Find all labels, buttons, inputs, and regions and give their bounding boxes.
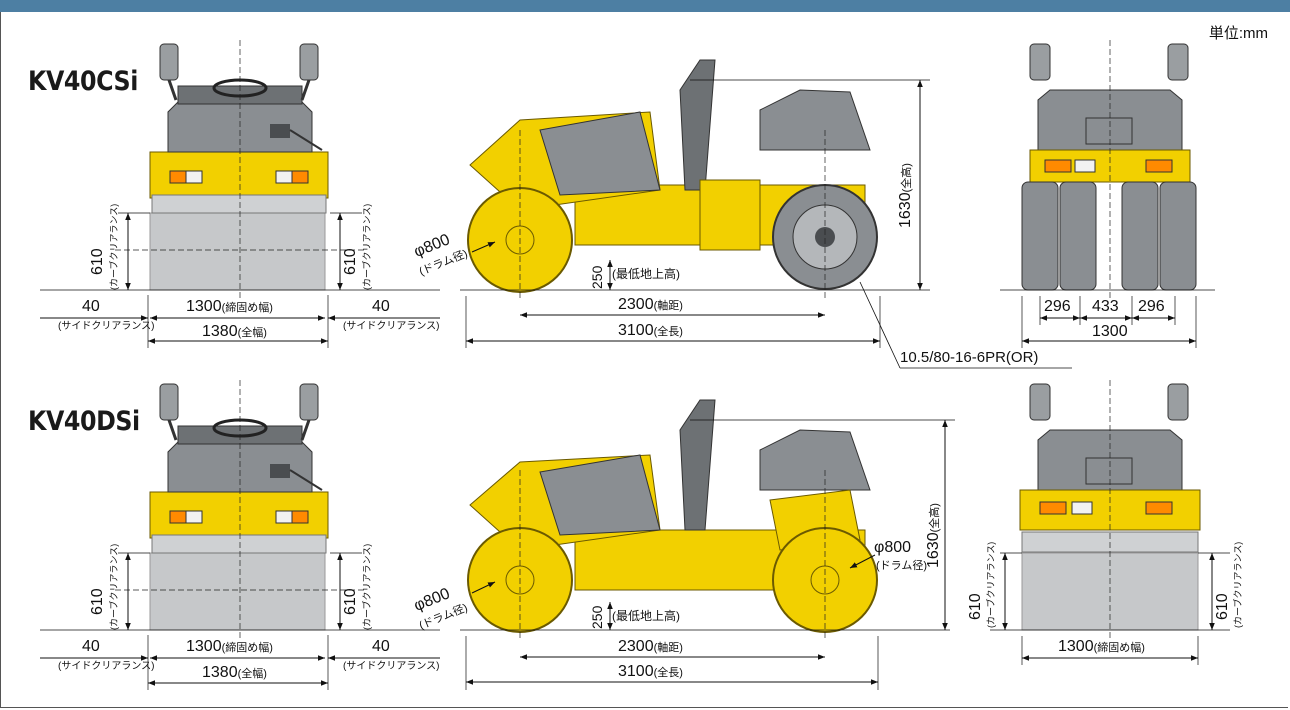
- tire-spec: 10.5/80-16-6PR(OR): [900, 349, 1039, 366]
- tire-width-right: 296: [1138, 298, 1165, 315]
- wheelbase-2: 2300(軸距): [618, 638, 683, 655]
- ground-clearance-note-2: (最低地上高): [612, 609, 680, 623]
- height-clearance-right-note-2: (カーブクリアランス): [362, 543, 372, 630]
- diagram-frame: [0, 12, 1288, 708]
- model-name-kv40dsi: KV40DSi: [28, 406, 140, 437]
- rear-drum-diameter-note: (ドラム径): [876, 560, 927, 572]
- rear-height-clearance-right-note: (カーブクリアランス): [1233, 541, 1243, 628]
- ground-clearance-2: 250: [589, 605, 605, 629]
- tire-gap: 433: [1092, 298, 1119, 315]
- rear-view-dsi: [1019, 380, 1201, 640]
- side-clearance-right-2: 40: [372, 638, 390, 655]
- compact-width: 1300(締固め幅): [186, 298, 273, 315]
- side-clearance-left-2: 40: [82, 638, 100, 655]
- rear-height-clearance-left-note: (カーブクリアランス): [986, 541, 996, 628]
- height-clearance-left-note-2: (カーブクリアランス): [109, 543, 119, 630]
- side-clearance-left: 40: [82, 298, 100, 315]
- height-clearance-right-2: 610: [342, 588, 359, 615]
- side-clearance-right: 40: [372, 298, 390, 315]
- ground-clearance: 250: [589, 265, 605, 289]
- height-clearance-right-note: (カーブクリアランス): [362, 203, 372, 290]
- rear-drum-diameter: φ800: [874, 539, 912, 556]
- side-clearance-left-note: (サイドクリアランス): [58, 321, 155, 332]
- height-clearance-right: 610: [342, 248, 359, 275]
- unit-label: 単位:mm: [1208, 25, 1268, 42]
- height-clearance-left-note: (カーブクリアランス): [109, 203, 119, 290]
- ground-clearance-note: (最低地上高): [612, 267, 680, 281]
- overall-height: 1630(全高): [897, 163, 914, 228]
- compact-width-2: 1300(締固め幅): [186, 638, 273, 655]
- side-clearance-left-note-2: (サイドクリアランス): [58, 661, 155, 672]
- rear-height-clearance-right: 610: [1214, 593, 1231, 620]
- top-accent-bar: [0, 0, 1290, 12]
- rear-compact-width: 1300(締固め幅): [1058, 638, 1145, 655]
- height-clearance-left-2: 610: [89, 588, 106, 615]
- side-view-csi: [467, 59, 878, 300]
- side-clearance-right-note-2: (サイドクリアランス): [343, 661, 440, 672]
- overall-width: 1380(全幅): [202, 323, 267, 340]
- height-clearance-left: 610: [89, 248, 106, 275]
- rear-view-csi: [1021, 40, 1197, 300]
- side-view-dsi: [467, 399, 878, 640]
- overall-length-2: 3100(全長): [618, 663, 683, 680]
- rear-total-width: 1300: [1092, 323, 1128, 340]
- overall-height-2: 1630(全高): [925, 503, 942, 568]
- side-clearance-right-note: (サイドクリアランス): [343, 321, 440, 332]
- wheelbase: 2300(軸距): [618, 296, 683, 313]
- overall-length: 3100(全長): [618, 322, 683, 339]
- tire-width-left: 296: [1044, 298, 1071, 315]
- rear-height-clearance-left: 610: [967, 593, 984, 620]
- model-name-kv40csi: KV40CSi: [28, 66, 138, 97]
- overall-width-2: 1380(全幅): [202, 664, 267, 681]
